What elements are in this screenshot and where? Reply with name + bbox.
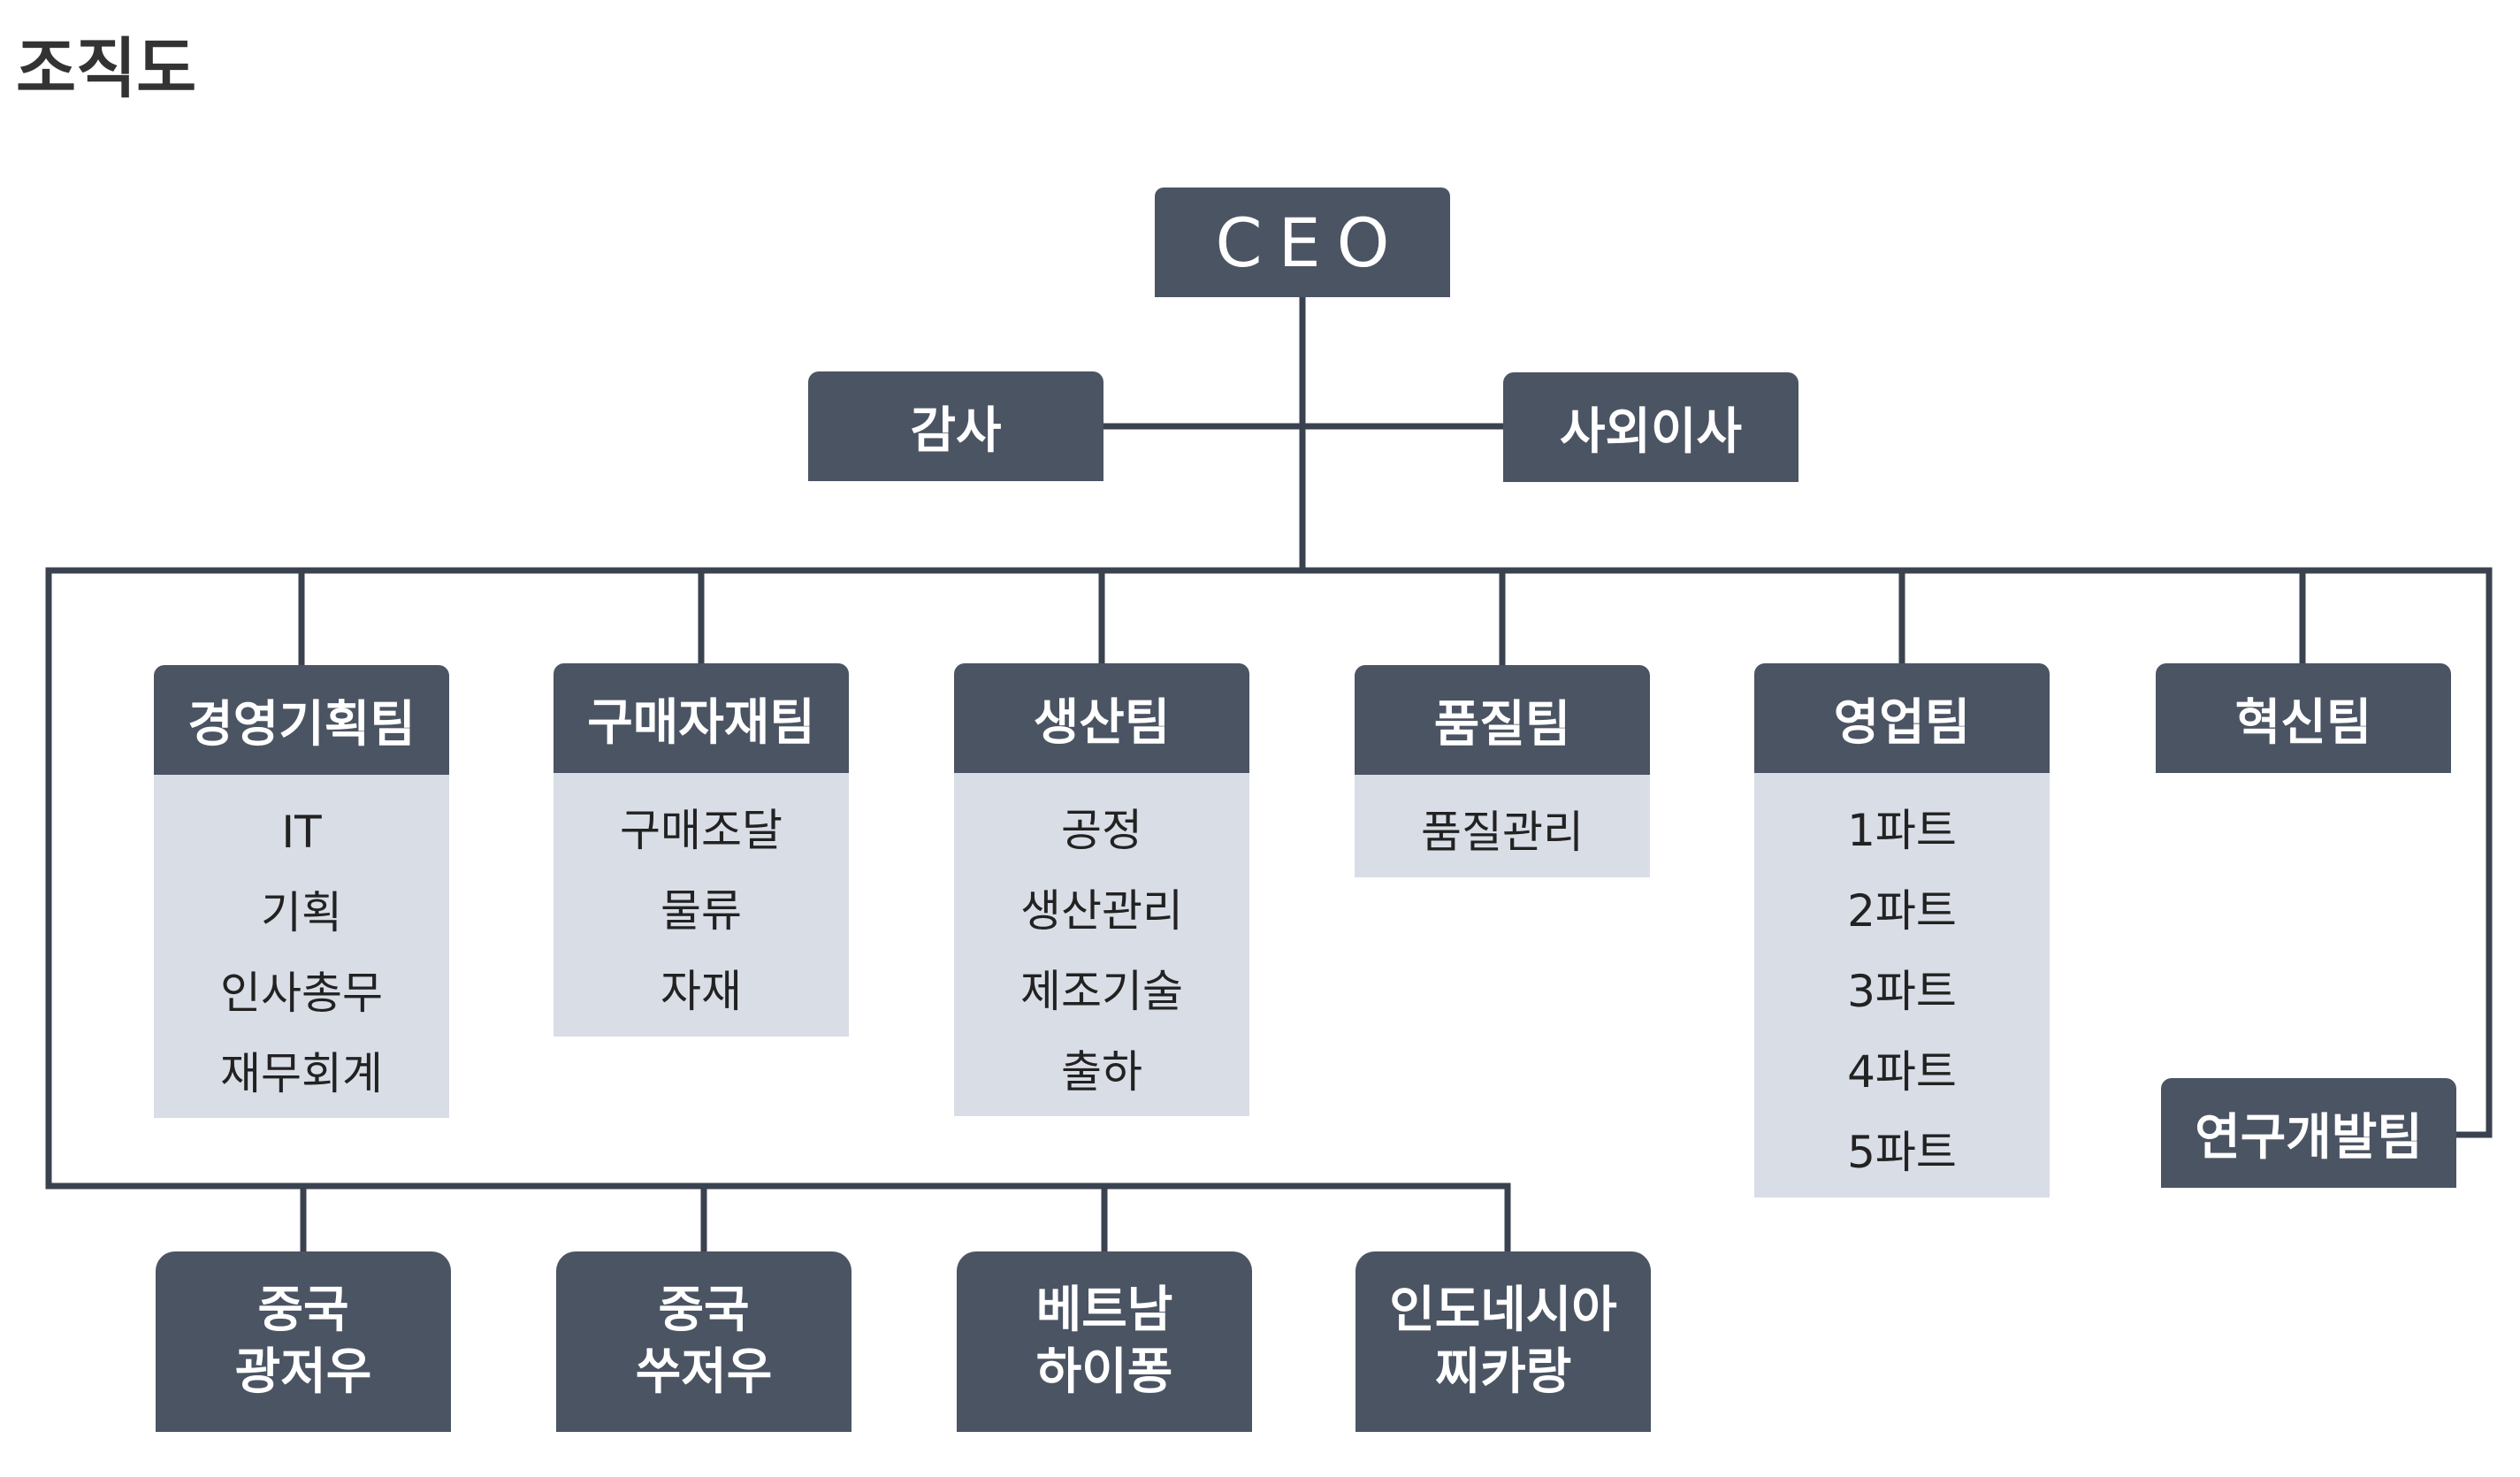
- unit-item: 제조기술: [1020, 966, 1183, 1017]
- unit-item: 공정: [1061, 805, 1142, 856]
- team-sales-units: 1파트 2파트 3파트 4파트 5파트: [1754, 773, 2050, 1198]
- team-management-planning-units: IT 기획 인사총무 재무회계: [154, 775, 449, 1118]
- unit-item: 4파트: [1847, 1046, 1957, 1098]
- team-innovation: 혁신팀: [2156, 663, 2451, 773]
- branch-cikarang: 인도네시아 찌카랑: [1355, 1251, 1651, 1432]
- team-purchasing-materials: 구매자재팀: [554, 663, 849, 773]
- branch-line1: 베트남: [1035, 1282, 1173, 1339]
- unit-item: 2파트: [1847, 885, 1957, 937]
- unit-item: 재무회계: [220, 1048, 383, 1099]
- unit-item: 5파트: [1847, 1127, 1957, 1178]
- unit-item: 인사총무: [220, 968, 383, 1019]
- unit-item: 구매조달: [620, 805, 783, 856]
- branch-line2: 찌카랑: [1434, 1343, 1572, 1401]
- branch-line1: 중국: [658, 1282, 750, 1339]
- unit-item: 기획: [261, 887, 342, 938]
- branch-line2: 쑤저우: [635, 1343, 773, 1401]
- team-rnd: 연구개발팀: [2161, 1078, 2456, 1188]
- branch-haiphong: 베트남 하이퐁: [957, 1251, 1252, 1432]
- unit-item: 자재: [661, 966, 742, 1017]
- ceo-box: CEO: [1155, 187, 1450, 297]
- outside-director-box: 사외이사: [1503, 372, 1798, 482]
- team-quality-units: 품질관리: [1355, 775, 1650, 877]
- team-production-units: 공정 생산관리 제조기술 출하: [954, 773, 1249, 1116]
- team-management-planning: 경영기획팀: [154, 665, 449, 775]
- team-quality: 품질팀: [1355, 665, 1650, 775]
- unit-item: 생산관리: [1020, 885, 1183, 937]
- unit-item: 물류: [661, 885, 742, 937]
- unit-item: 1파트: [1847, 805, 1957, 856]
- branch-line1: 인도네시아: [1389, 1282, 1617, 1339]
- unit-item: IT: [281, 807, 322, 858]
- page-title: 조직도: [16, 31, 197, 107]
- team-sales: 영업팀: [1754, 663, 2050, 773]
- branch-suzhou: 중국 쑤저우: [556, 1251, 851, 1432]
- unit-item: 품질관리: [1421, 807, 1584, 858]
- team-purchasing-materials-units: 구매조달 물류 자재: [554, 773, 849, 1037]
- unit-item: 출하: [1061, 1046, 1142, 1098]
- branch-line2: 하이퐁: [1035, 1343, 1173, 1401]
- audit-box: 감사: [808, 371, 1103, 481]
- branch-line1: 중국: [257, 1282, 349, 1339]
- unit-item: 3파트: [1847, 966, 1957, 1017]
- team-production: 생산팀: [954, 663, 1249, 773]
- branch-guangzhou: 중국 광저우: [156, 1251, 451, 1432]
- branch-line2: 광저우: [234, 1343, 372, 1401]
